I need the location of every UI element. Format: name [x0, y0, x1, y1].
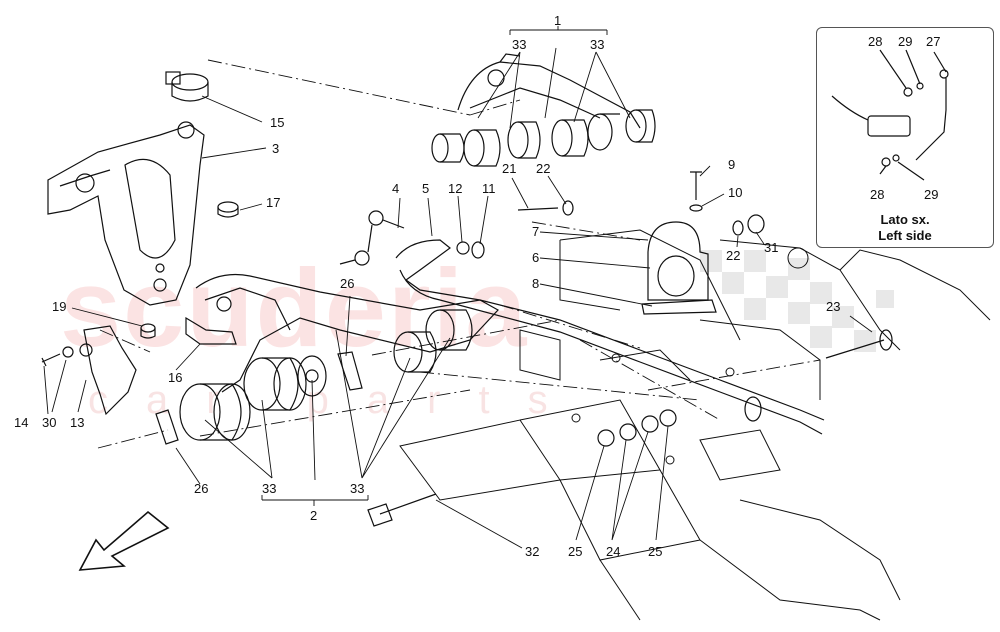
bushing-lower-d — [393, 331, 437, 373]
callout-1: 1 — [554, 13, 562, 28]
bolt-21 — [517, 207, 559, 211]
washer-25b — [659, 409, 677, 427]
callout-5: 5 — [422, 181, 430, 196]
callout-9: 9 — [728, 157, 736, 172]
nut-12 — [456, 241, 470, 255]
callout-19: 19 — [52, 299, 67, 314]
callout-31: 31 — [764, 240, 779, 255]
clip-26a — [155, 409, 179, 445]
line-art — [41, 26, 991, 621]
callout-17: 17 — [266, 195, 281, 210]
bolt-32 — [379, 493, 437, 515]
bushing-upper-b — [463, 129, 501, 167]
bushing-lower-b — [243, 357, 307, 411]
callout-6: 6 — [532, 250, 540, 265]
callout-14: 14 — [14, 415, 29, 430]
bushing-19 — [140, 323, 156, 339]
inset-drawing — [831, 49, 949, 181]
callout-28: 28 — [868, 34, 883, 49]
bushing-upper-d — [551, 119, 589, 157]
callout-7: 7 — [532, 224, 540, 239]
callout-33: 33 — [590, 37, 605, 52]
callout-11: 11 — [482, 181, 496, 196]
nut-11 — [471, 241, 485, 259]
bar-clamp — [641, 221, 717, 315]
washer-25a — [597, 429, 615, 447]
callout-22: 22 — [536, 161, 551, 176]
anti-roll-bar — [395, 239, 825, 435]
shield-13 — [83, 325, 137, 416]
callout-33: 33 — [262, 481, 277, 496]
callout-33: 33 — [350, 481, 365, 496]
inset-title-it: Lato sx. — [880, 212, 930, 227]
callout-21: 21 — [502, 161, 517, 176]
callout-2: 2 — [310, 508, 318, 523]
checker-flag-pattern — [700, 250, 894, 352]
callout-22: 22 — [726, 248, 741, 263]
bushing-upper-f — [625, 109, 656, 143]
bushing-17 — [217, 201, 239, 218]
callout-15: 15 — [270, 115, 285, 130]
upright-knuckle — [47, 124, 205, 306]
stabiliser-link — [339, 210, 405, 266]
callout-25: 25 — [568, 544, 583, 559]
nut-24b — [641, 415, 659, 433]
callout-10: 10 — [728, 185, 743, 200]
callout-12: 12 — [448, 181, 463, 196]
bracket-16 — [185, 316, 237, 345]
bolt-23 — [825, 339, 885, 359]
bushing-upper-e — [587, 113, 620, 151]
clip-26b — [337, 351, 363, 391]
callout-16: 16 — [168, 370, 183, 385]
bolt-9 — [690, 171, 702, 200]
nut-24a — [619, 423, 637, 441]
callout-3: 3 — [272, 141, 280, 156]
bushing-lower-e — [425, 309, 473, 351]
upper-wishbone — [457, 53, 641, 129]
callout-29: 29 — [924, 187, 939, 202]
callout-4: 4 — [392, 181, 400, 196]
inset-title-en: Left side — [878, 228, 932, 243]
callout-25: 25 — [648, 544, 663, 559]
clamp-ring — [165, 71, 209, 102]
lower-wishbone — [195, 273, 499, 393]
callout-30: 30 — [42, 415, 57, 430]
bushing-lower-a — [179, 383, 251, 441]
callout-13: 13 — [70, 415, 85, 430]
callout-32: 32 — [525, 544, 540, 559]
callout-29: 29 — [898, 34, 913, 49]
callout-27: 27 — [926, 34, 941, 49]
bolt-14 — [41, 353, 61, 367]
callout-33: 33 — [512, 37, 527, 52]
callout-8: 8 — [532, 276, 540, 291]
bushing-upper-c — [507, 121, 541, 159]
callout-26: 26 — [194, 481, 209, 496]
bushing-upper-a — [431, 133, 465, 163]
chassis-frame — [399, 229, 991, 621]
callout-24: 24 — [606, 544, 621, 559]
callout-28: 28 — [870, 187, 885, 202]
arrow-icon — [78, 510, 170, 571]
leader-lines — [43, 26, 873, 549]
callout-23: 23 — [826, 299, 841, 314]
callout-26: 26 — [340, 276, 355, 291]
left-side-inset: Lato sx. Left side — [816, 27, 994, 248]
